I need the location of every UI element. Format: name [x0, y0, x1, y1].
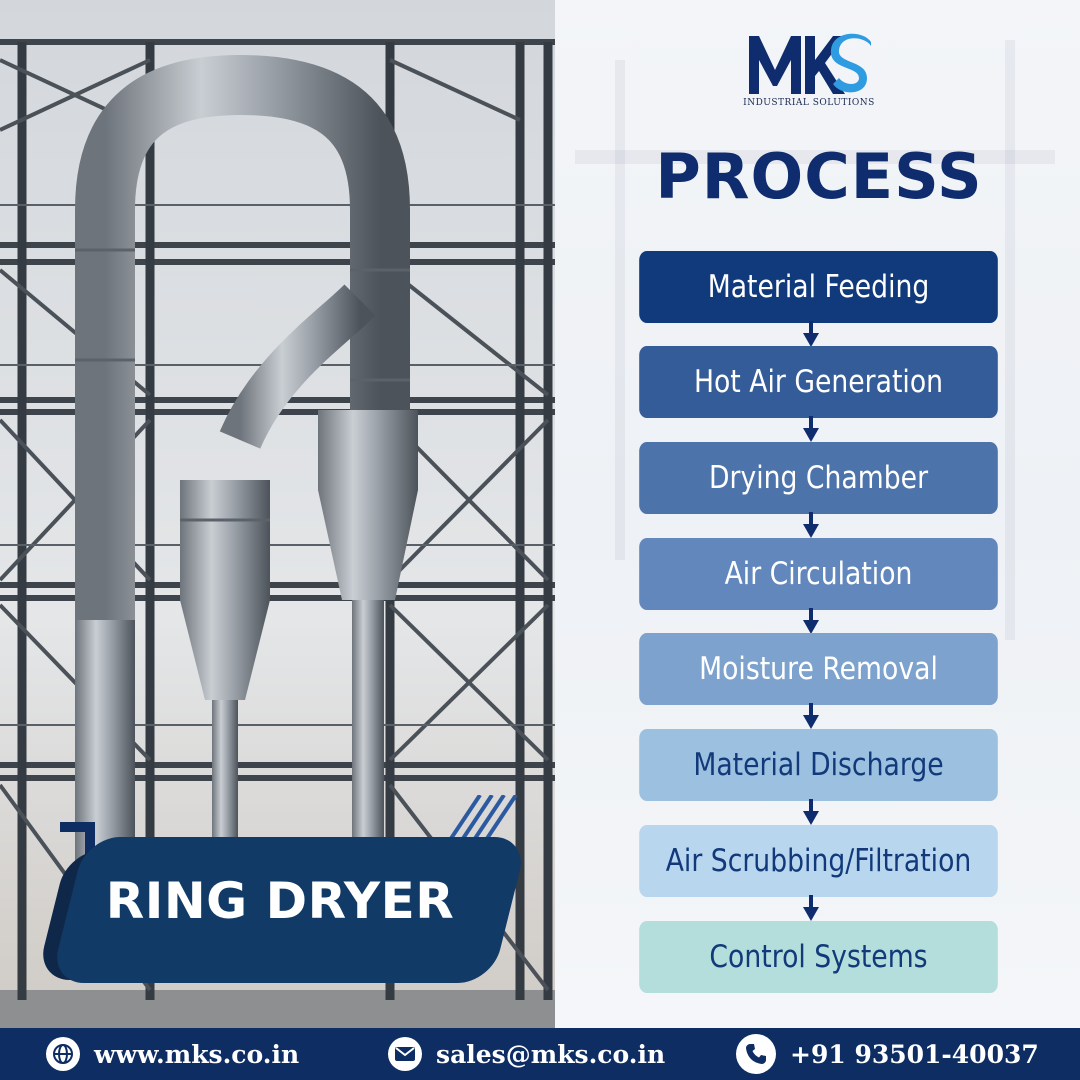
step-label: Material Discharge: [693, 747, 944, 783]
phone-link[interactable]: +91 93501-40037: [736, 1028, 1039, 1080]
step-hot-air-generation: Hot Air Generation: [639, 346, 998, 418]
phone-icon: [736, 1034, 776, 1074]
step-moisture-removal: Moisture Removal: [639, 633, 998, 705]
step-air-circulation: Air Circulation: [639, 538, 998, 610]
step-label: Drying Chamber: [708, 460, 929, 496]
website-link[interactable]: www.mks.co.in: [46, 1028, 299, 1080]
step-label: Air Scrubbing/Filtration: [665, 843, 972, 879]
step-label: Material Feeding: [707, 269, 930, 305]
down-arrow-icon: [803, 703, 819, 729]
mks-logo: [745, 26, 875, 112]
step-label: Hot Air Generation: [693, 364, 944, 400]
down-arrow-icon: [803, 321, 819, 347]
step-drying-chamber: Drying Chamber: [639, 442, 998, 514]
down-arrow-icon: [803, 416, 819, 442]
website-text: www.mks.co.in: [94, 1039, 300, 1069]
step-material-feeding: Material Feeding: [639, 251, 998, 323]
step-label: Air Circulation: [724, 556, 913, 592]
step-label: Control Systems: [709, 939, 928, 975]
down-arrow-icon: [803, 895, 819, 921]
email-link[interactable]: sales@mks.co.in: [388, 1028, 665, 1080]
ring-dryer-photo: [0, 0, 555, 1028]
step-control-systems: Control Systems: [639, 921, 998, 993]
envelope-icon: [388, 1037, 422, 1071]
mks-logo-mark: [749, 33, 871, 94]
corner-accent-icon: [60, 822, 95, 857]
down-arrow-icon: [803, 512, 819, 538]
logo-tagline: INDUSTRIAL SOLUTIONS: [743, 98, 875, 108]
globe-icon: [46, 1037, 80, 1071]
contact-footer: [0, 1028, 1080, 1080]
step-material-discharge: Material Discharge: [639, 729, 998, 801]
phone-text: +91 93501-40037: [790, 1039, 1039, 1069]
down-arrow-icon: [803, 799, 819, 825]
down-arrow-icon: [803, 608, 819, 634]
product-name: RING DRYER: [105, 872, 455, 930]
page-title: PROCESS: [655, 140, 983, 213]
step-label: Moisture Removal: [699, 651, 938, 687]
step-air-scrubbing-filtration: Air Scrubbing/Filtration: [639, 825, 998, 897]
email-text: sales@mks.co.in: [436, 1039, 666, 1069]
